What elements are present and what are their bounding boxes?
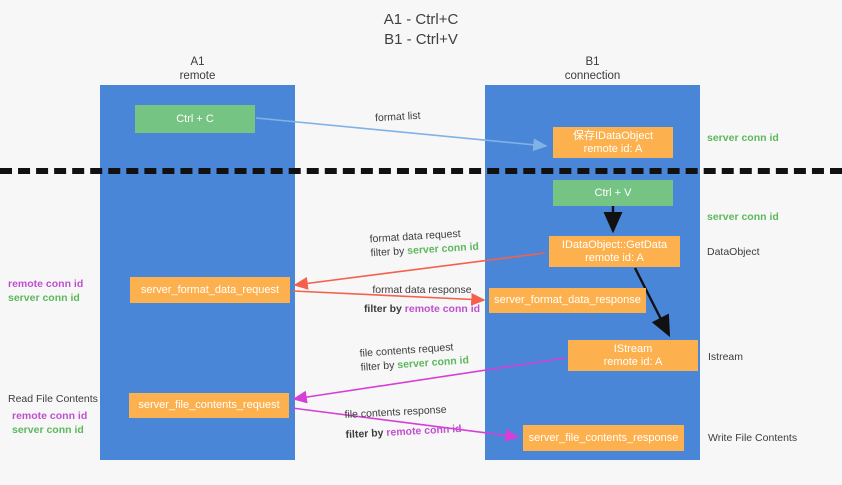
box-save-idataobject-line2: remote id: A: [583, 142, 643, 155]
filter-id-remote-conn: remote conn id: [404, 303, 481, 315]
edge-label-format-data-response: format data response filter by remote co…: [332, 283, 512, 316]
edge-label-format-data-request: format data request filter by server con…: [369, 226, 479, 261]
edge-label-file-contents-response-line2: filter by remote conn id: [345, 422, 462, 442]
title-line-2: B1 - Ctrl+V: [384, 31, 458, 48]
box-istream[interactable]: IStream remote id: A: [568, 340, 698, 371]
box-istream-line1: IStream: [613, 342, 653, 355]
divider-dashed-line: [0, 168, 842, 174]
column-a1-name: A1: [190, 56, 205, 68]
filter-by-prefix: filter by: [345, 426, 387, 442]
edge-label-format-data-response-line2: filter by remote conn id: [332, 302, 512, 316]
annotation-server-conn-id-top: server conn id: [707, 132, 779, 144]
filter-id-server-conn: server conn id: [406, 240, 480, 258]
title-line-1: A1 - Ctrl+C: [383, 11, 459, 28]
box-istream-line2: remote id: A: [603, 355, 663, 368]
box-server-format-data-response[interactable]: server_format_data_response: [489, 288, 646, 313]
column-b1-role: connection: [564, 69, 621, 82]
box-ctrl-v-label: Ctrl + V: [594, 186, 632, 199]
annotation-remote-conn-id: remote conn id: [12, 410, 88, 422]
edge-label-format-list-text: format list: [374, 109, 421, 125]
diagram-title: A1 - Ctrl+C B1 - Ctrl+V: [0, 10, 842, 50]
box-server-file-contents-response-label: server_file_contents_response: [528, 431, 679, 444]
box-ctrl-v[interactable]: Ctrl + V: [553, 180, 673, 206]
annotation-server-conn-id: server conn id: [12, 424, 84, 436]
filter-id-server-conn: server conn id: [396, 354, 470, 372]
column-a1-role: remote: [179, 69, 216, 82]
column-b1-name: B1: [585, 56, 600, 68]
filter-by-prefix: filter by: [360, 359, 398, 374]
box-save-idataobject[interactable]: 保存IDataObject remote id: A: [553, 127, 673, 158]
filter-by-prefix: filter by: [370, 245, 408, 260]
box-server-format-data-request[interactable]: server_format_data_request: [130, 277, 290, 303]
box-server-file-contents-request[interactable]: server_file_contents_request: [129, 393, 289, 418]
column-header-b1: B1 connection: [485, 56, 700, 83]
box-ctrl-c-label: Ctrl + C: [176, 112, 214, 125]
box-ctrl-c[interactable]: Ctrl + C: [135, 105, 255, 133]
filter-by-prefix: filter by: [363, 303, 405, 315]
box-save-idataobject-line1: 保存IDataObject: [572, 129, 654, 142]
annotation-server-conn-id-mid: server conn id: [707, 211, 779, 223]
edge-label-format-list: format list: [375, 109, 421, 126]
annotation-read-file-contents: Read File Contents: [8, 393, 98, 405]
edge-label-format-data-response-line1: format data response: [372, 284, 472, 296]
annotation-ids-lower: remote conn id server conn id: [12, 409, 87, 437]
filter-id-remote-conn: remote conn id: [386, 422, 462, 439]
annotation-server-conn-id: server conn id: [8, 292, 80, 304]
box-server-format-data-request-label: server_format_data_request: [140, 283, 280, 296]
column-header-a1: A1 remote: [100, 56, 295, 83]
edge-label-file-contents-request: file contents request filter by server c…: [359, 339, 469, 375]
annotation-remote-conn-id: remote conn id: [8, 278, 84, 290]
box-server-file-contents-response[interactable]: server_file_contents_response: [523, 425, 684, 451]
edge-label-file-contents-response: file contents response filter by remote …: [344, 402, 462, 442]
edge-label-file-contents-response-line1: file contents response: [344, 403, 447, 422]
box-server-file-contents-request-label: server_file_contents_request: [138, 399, 280, 411]
box-getdata-line1: IDataObject::GetData: [561, 238, 668, 251]
annotation-dataobject: DataObject: [707, 246, 760, 258]
box-idataobject-getdata[interactable]: IDataObject::GetData remote id: A: [549, 236, 680, 267]
annotation-istream: Istream: [708, 351, 744, 363]
box-server-format-data-response-label: server_format_data_response: [494, 294, 641, 306]
annotation-write-file-contents: Write File Contents: [708, 432, 798, 444]
box-getdata-line2: remote id: A: [585, 251, 644, 264]
annotation-ids-upper: remote conn id server conn id: [8, 277, 83, 305]
